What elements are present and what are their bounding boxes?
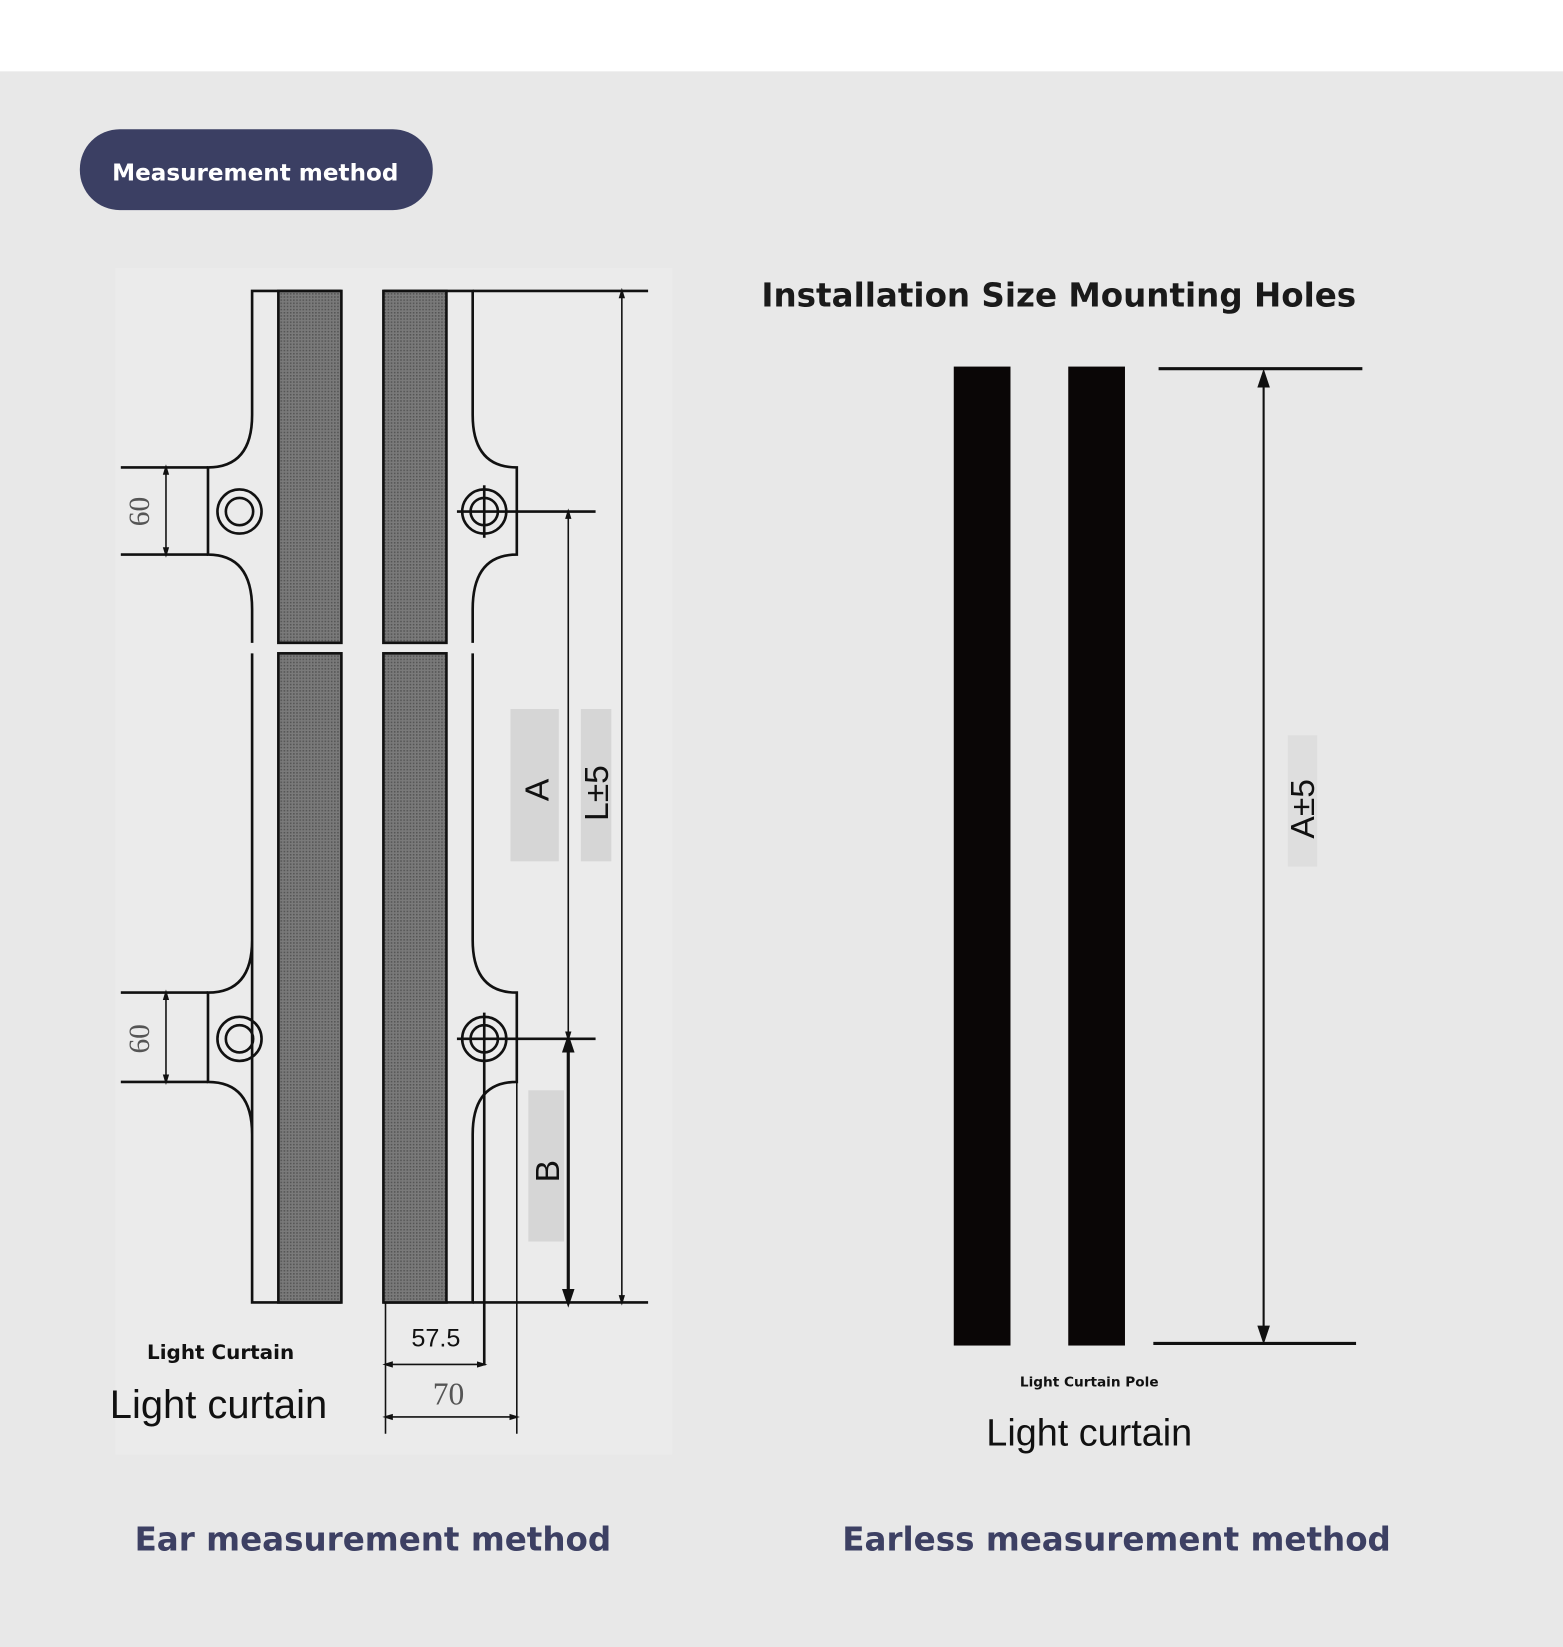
dim-l-label: L±5 bbox=[579, 765, 616, 821]
earless-diagram: A±5 Light Curtain Pole Light curtain bbox=[953, 366, 1363, 1454]
dim-inner-width-label: 57.5 bbox=[411, 1325, 460, 1353]
measurement-method-badge: Measurement method bbox=[79, 129, 433, 211]
mounting-hole-icon bbox=[216, 488, 263, 535]
ear-caption-small: Light Curtain bbox=[147, 1340, 294, 1364]
ear-dim-bottom-label: 60 bbox=[124, 1024, 156, 1053]
left-emitter-lower bbox=[277, 652, 343, 1304]
earless-method-caption: Earless measurement method bbox=[842, 1520, 1391, 1558]
mounting-hole-icon bbox=[216, 1015, 263, 1063]
ear-method-caption: Ear measurement method bbox=[135, 1520, 612, 1558]
earless-caption-small: Light Curtain Pole bbox=[1020, 1375, 1159, 1391]
ear-caption-large: Light curtain bbox=[110, 1383, 327, 1427]
header-band bbox=[0, 0, 1563, 72]
left-emitter-upper bbox=[277, 289, 343, 645]
dim-b-label: B bbox=[530, 1160, 567, 1182]
earless-caption-large: Light curtain bbox=[986, 1412, 1192, 1454]
dim-outer-width-label: 70 bbox=[433, 1376, 465, 1411]
mounting-hole-crosshair-icon bbox=[456, 485, 596, 538]
installation-title: Installation Size Mounting Holes bbox=[761, 277, 1356, 315]
ear-dim-top-label: 60 bbox=[124, 497, 156, 526]
dim-a-label: A bbox=[519, 778, 556, 801]
light-curtain-pole-right bbox=[1068, 366, 1125, 1346]
ear-diagram bbox=[115, 267, 673, 1455]
right-receiver-lower bbox=[382, 652, 448, 1304]
dim-a-tolerance-label: A±5 bbox=[1285, 779, 1322, 839]
right-receiver-upper bbox=[382, 289, 448, 645]
light-curtain-pole-left bbox=[953, 366, 1011, 1346]
badge-label: Measurement method bbox=[112, 161, 398, 187]
